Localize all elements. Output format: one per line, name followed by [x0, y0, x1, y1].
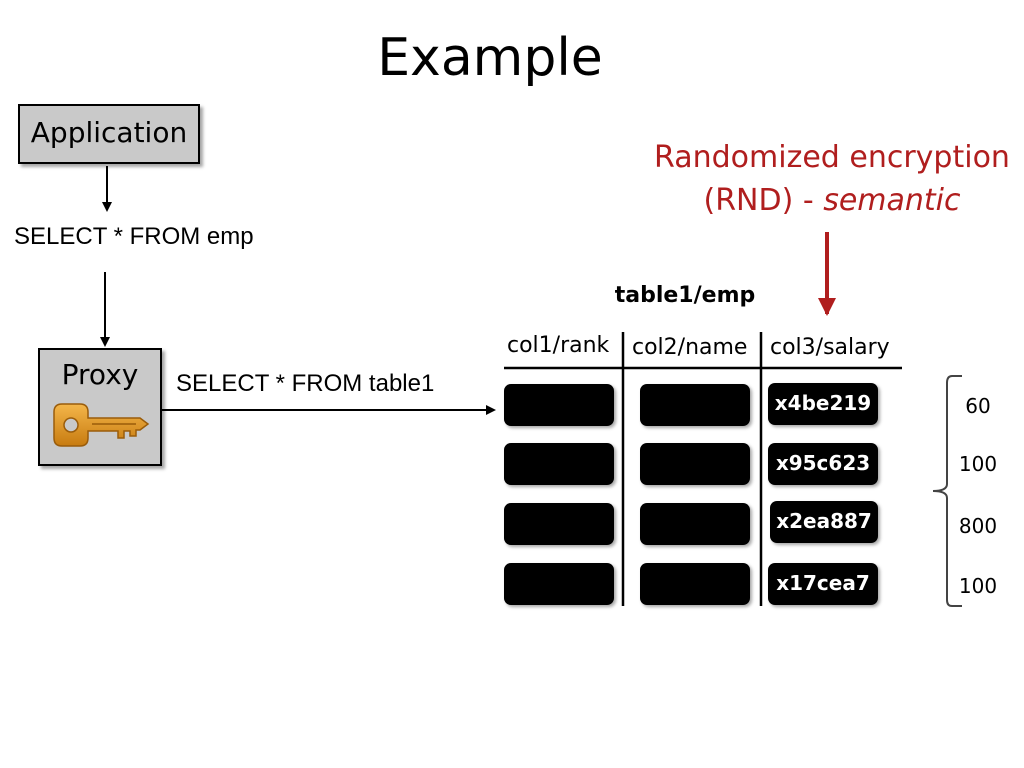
encrypted-cell-rank	[504, 384, 614, 426]
column-header-rank: col1/rank	[507, 333, 610, 358]
key-icon	[53, 403, 150, 447]
encrypted-cell-rank	[504, 503, 614, 545]
encrypted-cell-rank	[504, 443, 614, 485]
rnd-annotation-line2: (RND) - semantic	[650, 179, 1014, 222]
encrypted-cell-name	[640, 503, 750, 545]
slide-title: Example	[377, 28, 603, 88]
encrypted-cell-name	[640, 443, 750, 485]
rnd-annotation-prefix: (RND) -	[703, 183, 824, 218]
encrypted-cell-rank	[504, 563, 614, 605]
encrypted-cell-name	[640, 384, 750, 426]
proxy-box: Proxy	[38, 348, 162, 466]
application-label: Application	[30, 116, 188, 149]
column-header-name: col2/name	[632, 335, 748, 360]
plaintext-value: 800	[958, 514, 998, 538]
brace-icon	[932, 375, 962, 607]
plaintext-value: 100	[958, 574, 998, 598]
rnd-annotation: Randomized encryption (RND) - semantic	[650, 136, 1014, 222]
encrypted-cell-salary: x2ea887	[770, 501, 878, 543]
column-header-salary: col3/salary	[770, 335, 890, 360]
plaintext-value: 100	[958, 452, 998, 476]
encrypted-cell-salary: x95c623	[768, 443, 878, 485]
rnd-annotation-semantic: semantic	[823, 183, 961, 218]
encrypted-cell-salary: x17cea7	[768, 563, 878, 605]
table-caption: table1/emp	[614, 283, 756, 308]
encrypted-cell-name	[640, 563, 750, 605]
rnd-annotation-line1: Randomized encryption	[654, 140, 1010, 175]
query-emp-text: SELECT * FROM emp	[14, 223, 254, 250]
plaintext-value: 60	[965, 394, 991, 418]
proxy-label: Proxy	[61, 358, 139, 391]
application-box: Application	[18, 104, 200, 164]
encrypted-cell-salary: x4be219	[768, 383, 878, 425]
query-table1-text: SELECT * FROM table1	[176, 370, 435, 397]
